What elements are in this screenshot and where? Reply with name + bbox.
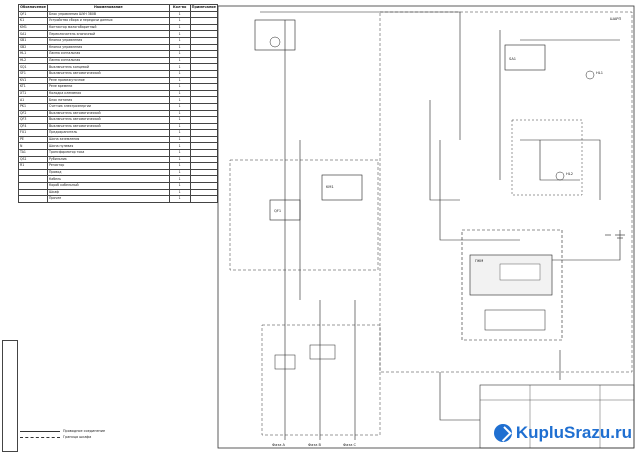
watermark-text: KupluSrazu.ru (515, 423, 632, 442)
qf1-box (269, 199, 301, 221)
frame-border (217, 5, 635, 449)
spec-cell-pos (18, 195, 48, 203)
side-stamp (2, 340, 18, 452)
legend-solid: Проводное соединение (20, 428, 105, 434)
km1-label: KM1 (326, 185, 334, 189)
sa1-box (504, 44, 546, 71)
power-source-box (254, 19, 296, 51)
cabinet-boundary (379, 11, 633, 373)
meter-dashed-boundary (461, 229, 563, 341)
spec-table: Обозначение Наименование Кол-во Примечан… (18, 4, 219, 203)
spec-cell-note (189, 195, 219, 203)
lamp-hl2-label: HL2 (566, 172, 573, 176)
legend-dashed: Граница шкафа (20, 434, 105, 440)
shk-label: ШАРП (610, 17, 621, 21)
sa1-label: SA1 (509, 57, 516, 61)
phase-a-label: Фаза А (272, 443, 286, 447)
phase-b-label: Фаза В (308, 443, 322, 447)
qf1-label: QF1 (274, 209, 281, 213)
title-block (479, 384, 635, 449)
km1-box (321, 174, 363, 201)
meter-label: ПКМ (475, 259, 483, 263)
lamp-hl2 (555, 171, 565, 181)
lamp-hl1 (585, 70, 595, 80)
spec-header-row: Обозначение Наименование Кол-во Примечан… (18, 4, 219, 12)
watermark-logo-icon (493, 424, 512, 442)
legend: Проводное соединение Граница шкафа (20, 428, 105, 440)
lamp-hl1-label: HL1 (596, 71, 603, 75)
watermark: KupluSrazu.ru (493, 423, 632, 443)
phase-c-label: Фаза С (343, 443, 357, 447)
